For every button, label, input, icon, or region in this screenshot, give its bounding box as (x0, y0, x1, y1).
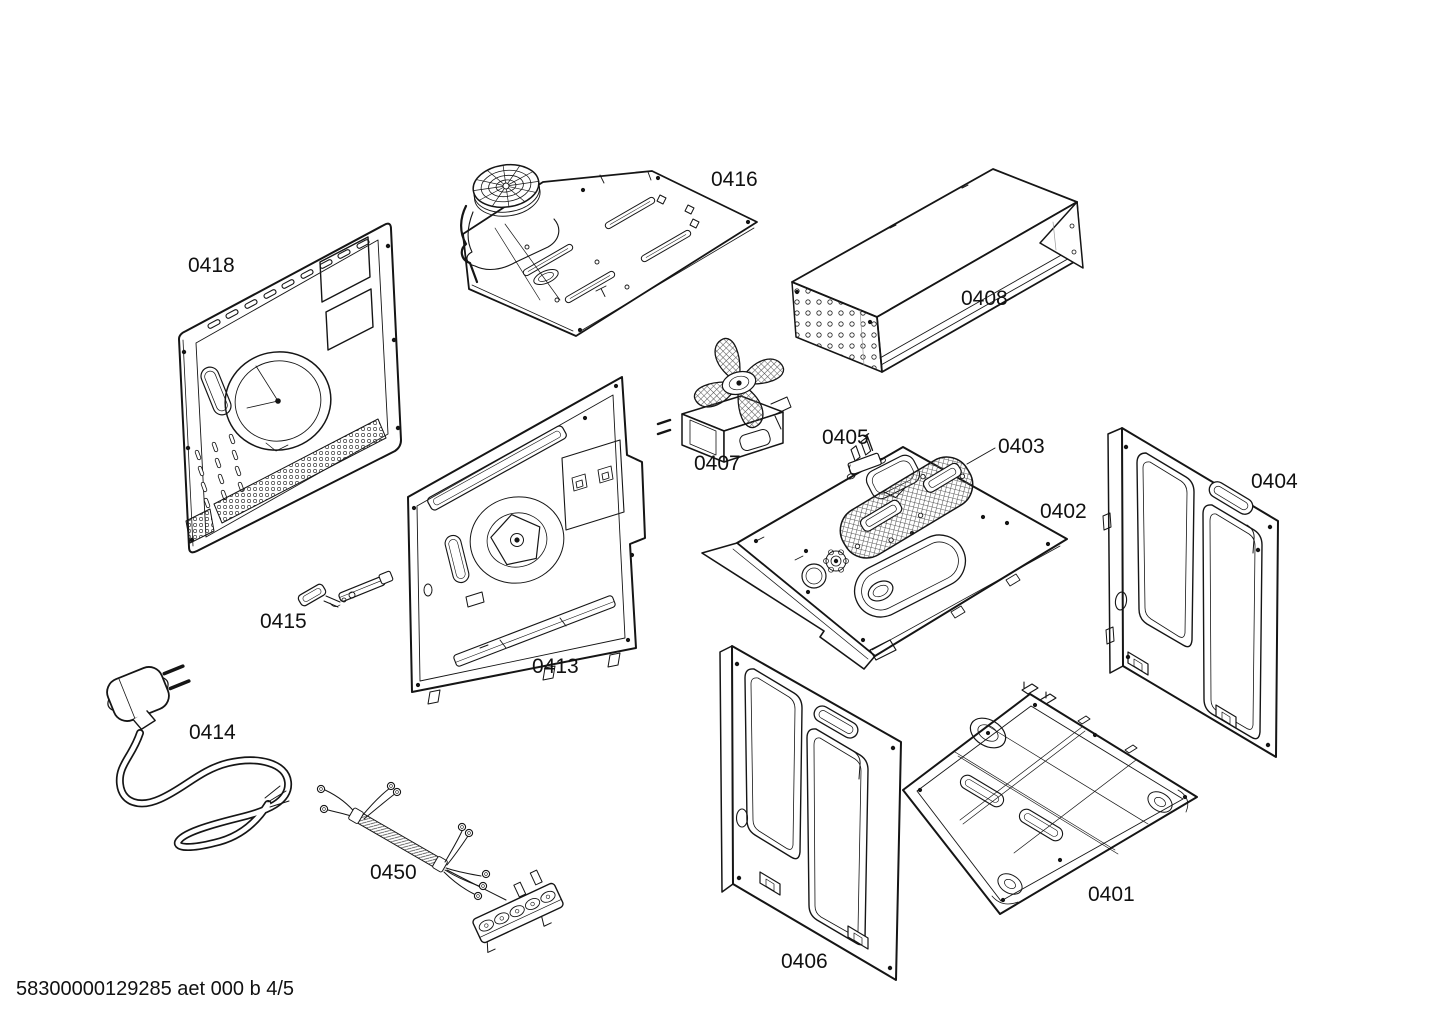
part-0406-side-panel (719, 645, 902, 981)
part-0408-cover-channel (791, 168, 1084, 373)
part-label-0408: 0408 (961, 287, 1008, 310)
part-label-0414: 0414 (189, 721, 236, 744)
part-label-0413: 0413 (532, 655, 579, 678)
part-0450-wiring-harness (316, 781, 564, 953)
part-0413-inner-rear-panel (407, 376, 646, 705)
part-0405-clamp-bracket (846, 433, 886, 480)
part-label-0418: 0418 (188, 254, 235, 277)
part-0414-power-cord (106, 664, 293, 851)
part-label-0403: 0403 (998, 435, 1045, 458)
part-label-0406: 0406 (781, 950, 828, 973)
part-0418-rear-panel (178, 222, 402, 554)
part-label-0405: 0405 (822, 426, 869, 449)
part-label-0415: 0415 (260, 610, 307, 633)
document-footer: 58300000129285 aet 000 b 4/5 (16, 978, 294, 1000)
part-0403-heater-cover (839, 456, 974, 559)
part-labels: 0418 0416 0408 0407 0405 0403 0402 0404 … (16, 168, 1298, 1000)
part-label-0450: 0450 (370, 861, 417, 884)
part-label-0401: 0401 (1088, 883, 1135, 906)
part-label-0402: 0402 (1040, 500, 1087, 523)
part-label-0416: 0416 (711, 168, 758, 191)
part-0401-bottom-panel (902, 681, 1198, 915)
part-label-0407: 0407 (694, 452, 741, 475)
part-label-0404: 0404 (1251, 470, 1298, 493)
part-0415-sensor-bracket (297, 570, 394, 608)
part-0402-top-panel (701, 446, 1068, 670)
part-0404-side-panel (1102, 427, 1279, 758)
part-0416-fan-assembly (460, 163, 758, 337)
part-0407-fan-motor (656, 337, 792, 463)
leader-line-0403 (966, 447, 996, 465)
